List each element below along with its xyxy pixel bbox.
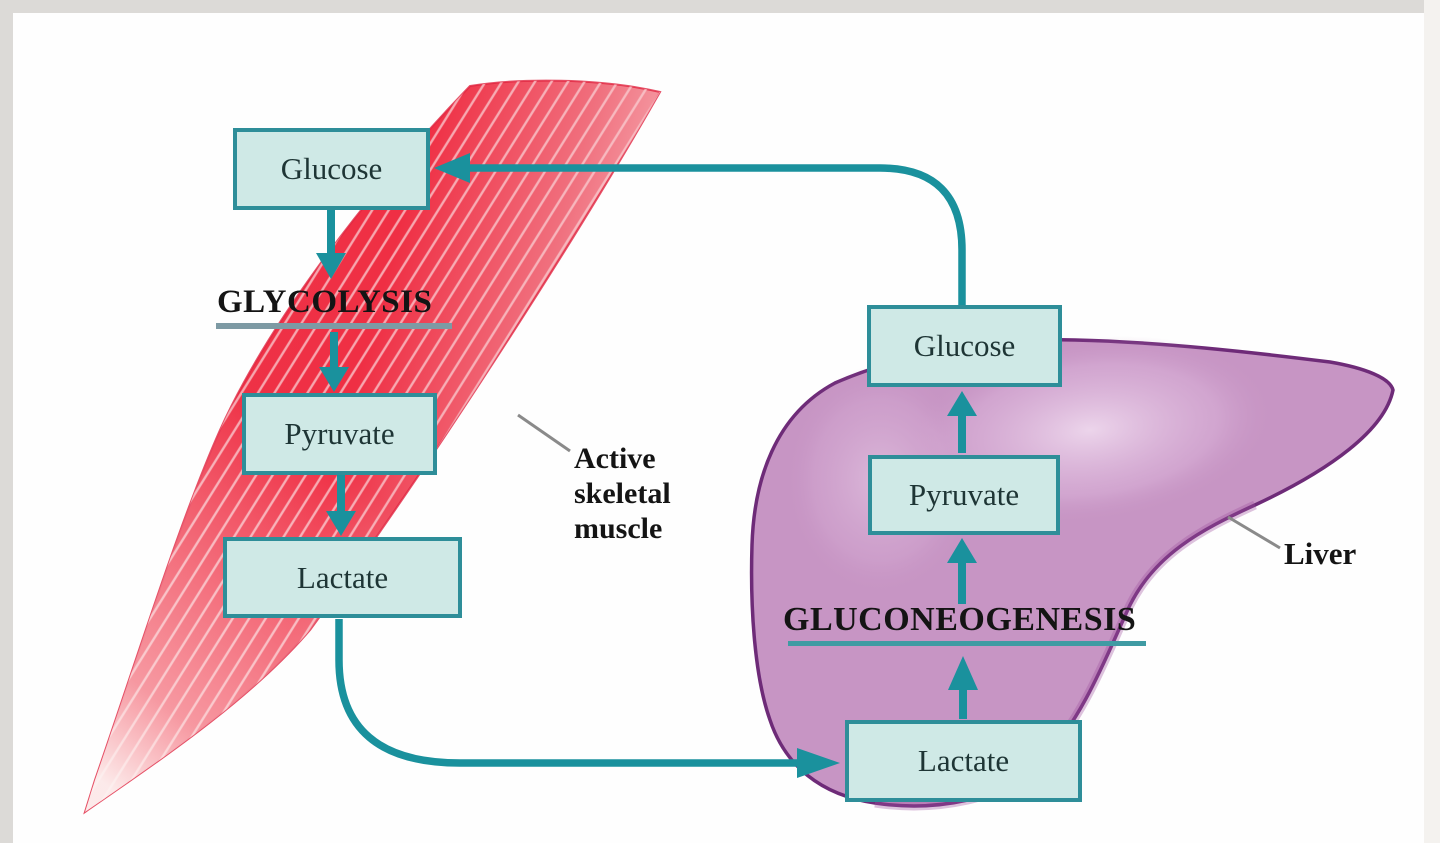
arrowhead-up-1 <box>948 656 978 690</box>
muscle-leader-line <box>517 413 571 453</box>
liver-glucose-label: Glucose <box>913 328 1016 363</box>
arrowhead-down-1 <box>316 253 346 279</box>
arrowhead-right <box>797 748 840 778</box>
gluconeogenesis-underline <box>788 641 1146 646</box>
liver-leader-line <box>1227 515 1281 550</box>
glycolysis-label: GLYCOLYSIS <box>217 284 433 320</box>
arrow-layer <box>316 153 978 778</box>
liver-lactate-label: Lactate <box>917 743 1010 778</box>
arrowhead-down-3 <box>326 511 356 536</box>
frame-right-border <box>1424 0 1440 843</box>
muscle-lactate-box: Lactate <box>223 537 462 618</box>
arrowhead-up-2 <box>947 538 977 563</box>
frame-left-border <box>0 0 13 843</box>
arrowhead-left <box>434 153 470 183</box>
active-skeletal-muscle-label: Active skeletal muscle <box>574 442 671 545</box>
muscle-glucose-label: Glucose <box>280 151 383 186</box>
muscle-pyruvate-label: Pyruvate <box>284 416 395 451</box>
liver-pyruvate-box: Pyruvate <box>868 455 1060 535</box>
gluconeogenesis-label: GLUCONEOGENESIS <box>783 601 1137 638</box>
liver-lactate-box: Lactate <box>845 720 1082 802</box>
glycolysis-underline <box>216 323 452 329</box>
arrow-muscle-lactate-to-liver <box>335 619 797 767</box>
arrowhead-up-3 <box>947 391 977 416</box>
liver-glucose-box: Glucose <box>867 305 1062 387</box>
frame-top-border <box>0 0 1440 13</box>
liver-pyruvate-label: Pyruvate <box>908 477 1020 512</box>
muscle-lactate-label: Lactate <box>296 559 389 595</box>
arrow-liver-glucose-to-muscle <box>470 164 966 307</box>
muscle-pyruvate-box: Pyruvate <box>242 393 437 475</box>
muscle-glucose-box: Glucose <box>233 128 430 210</box>
arrowhead-down-2 <box>319 367 349 392</box>
liver-label: Liver <box>1284 536 1357 571</box>
